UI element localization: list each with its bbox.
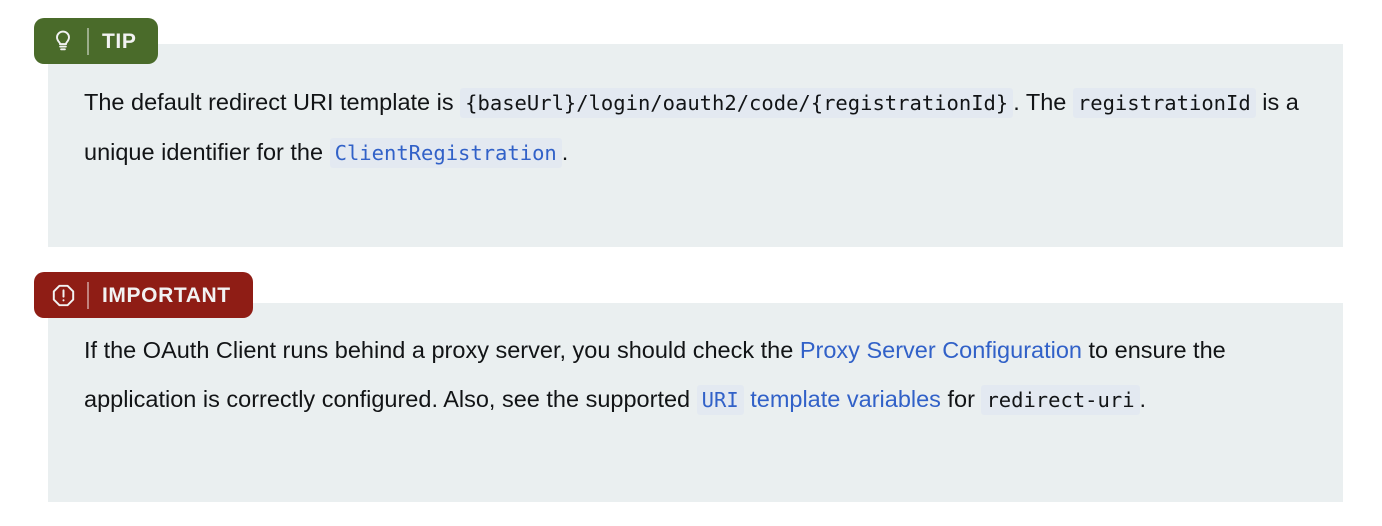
admonition-tip-body: The default redirect URI template is {ba… <box>84 78 1303 178</box>
tip-text-segment-4: . <box>561 139 569 165</box>
badge-tip-label: TIP <box>102 29 137 53</box>
octagon-exclamation-icon <box>50 282 76 308</box>
important-text-segment-2: to ensure the application is correctly c… <box>84 337 1226 412</box>
tip-text-segment-2: . The <box>1013 89 1067 115</box>
important-text-segment-1: If the OAuth Client runs behind a proxy … <box>84 337 794 363</box>
link-proxy-server-configuration[interactable]: Proxy Server Configuration <box>799 337 1082 363</box>
lightbulb-icon <box>50 28 76 54</box>
badge-divider <box>87 27 89 55</box>
code-default-redirect-uri-template: {baseUrl}/login/oauth2/code/{registratio… <box>460 88 1014 118</box>
code-client-registration-link[interactable]: ClientRegistration <box>329 138 562 168</box>
admonition-tip: The default redirect URI template is {ba… <box>48 44 1343 247</box>
tip-text-segment-3: is a unique identifier for the <box>84 89 1299 165</box>
link-template-variables[interactable]: template variables <box>750 386 941 412</box>
badge-important-label: IMPORTANT <box>102 283 231 307</box>
admonition-important-paragraph: If the OAuth Client runs behind a proxy … <box>84 326 1303 425</box>
code-uri-link[interactable]: URI <box>696 385 744 415</box>
badge-important: IMPORTANT <box>34 272 253 318</box>
important-text-segment-3: for <box>947 386 975 412</box>
admonition-important-body: If the OAuth Client runs behind a proxy … <box>84 326 1303 425</box>
important-text-segment-4: . <box>1139 386 1147 412</box>
code-redirect-uri: redirect-uri <box>981 385 1140 415</box>
admonition-tip-paragraph: The default redirect URI template is {ba… <box>84 78 1303 178</box>
badge-divider <box>87 281 89 309</box>
badge-tip: TIP <box>34 18 159 64</box>
tip-text-segment-1: The default redirect URI template is <box>84 89 454 115</box>
admonition-important: If the OAuth Client runs behind a proxy … <box>48 303 1343 502</box>
code-registration-id: registrationId <box>1072 88 1256 118</box>
